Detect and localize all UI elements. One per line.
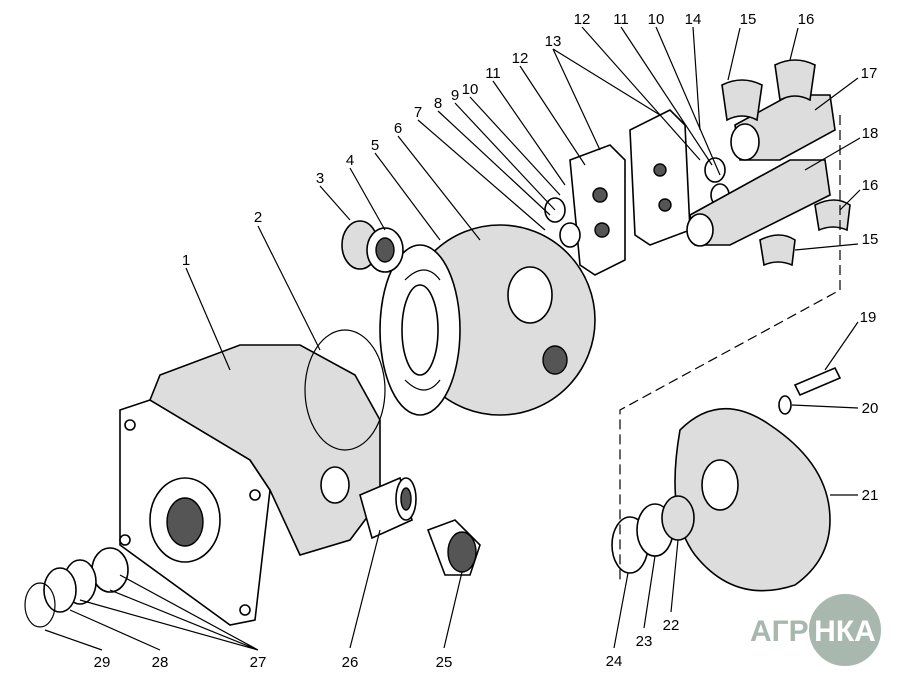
callout-11: 11 xyxy=(485,65,501,82)
callout-5: 5 xyxy=(371,137,379,154)
callout-4: 4 xyxy=(346,152,354,169)
callout-16-top: 16 xyxy=(798,11,815,28)
callout-12-top: 12 xyxy=(574,11,591,28)
callout-18: 18 xyxy=(862,125,879,142)
callout-1: 1 xyxy=(182,252,190,269)
callout-17: 17 xyxy=(861,65,878,82)
part-housing xyxy=(119,329,386,626)
callout-22: 22 xyxy=(663,617,680,634)
callout-labels: 1 2 3 4 5 6 7 8 9 10 11 12 13 12 11 10 1… xyxy=(94,11,879,671)
callout-15-right: 15 xyxy=(862,231,879,248)
callout-7: 7 xyxy=(414,104,422,121)
agronka-logo: АГРО НКА xyxy=(750,592,883,668)
callout-19: 19 xyxy=(860,309,877,326)
part-fitting xyxy=(359,476,417,540)
part-gears xyxy=(686,94,836,247)
callout-8: 8 xyxy=(434,95,442,112)
callout-15-top: 15 xyxy=(740,11,757,28)
part-seals xyxy=(24,547,129,628)
logo-left-text: АГРО xyxy=(750,615,832,648)
callout-28: 28 xyxy=(152,654,169,671)
callout-12: 12 xyxy=(512,50,529,67)
callout-6: 6 xyxy=(394,120,402,137)
callout-10-top: 10 xyxy=(648,11,665,28)
callout-13: 13 xyxy=(545,33,562,50)
callout-14: 14 xyxy=(685,11,702,28)
callout-26: 26 xyxy=(342,654,359,671)
leader-lines xyxy=(44,26,861,651)
callout-20: 20 xyxy=(862,400,879,417)
callout-29: 29 xyxy=(94,654,111,671)
part-pump-body xyxy=(379,224,596,416)
callout-24: 24 xyxy=(606,653,623,670)
part-cover xyxy=(611,366,842,592)
callout-10: 10 xyxy=(462,81,479,98)
logo-circle-text: НКА xyxy=(814,615,876,648)
callout-25: 25 xyxy=(436,654,453,671)
part-bearing xyxy=(341,220,404,273)
part-plug xyxy=(426,519,481,576)
part-bushings xyxy=(721,59,851,267)
assembly-axis xyxy=(619,115,841,580)
part-plates xyxy=(544,109,730,276)
callout-3: 3 xyxy=(316,170,324,187)
callout-11-top: 11 xyxy=(613,11,629,28)
callout-2: 2 xyxy=(254,209,262,226)
callout-21: 21 xyxy=(862,487,879,504)
callout-16-right: 16 xyxy=(862,177,879,194)
callout-9: 9 xyxy=(451,87,459,104)
callout-27: 27 xyxy=(250,654,267,671)
callout-23: 23 xyxy=(636,633,653,650)
